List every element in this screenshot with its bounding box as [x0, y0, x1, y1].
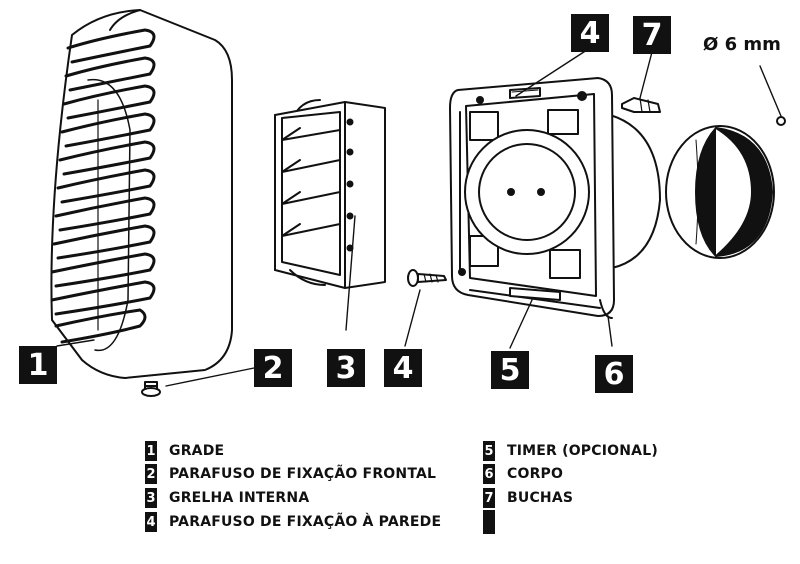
legend-text: PARAFUSO DE FIXAÇÃO À PAREDE [169, 514, 442, 530]
legend-number: 6 [483, 464, 495, 484]
legend-item: 2 PARAFUSO DE FIXAÇÃO FRONTAL [145, 464, 436, 484]
callout-7: 7 [633, 16, 671, 54]
legend-text: GRADE [169, 443, 225, 459]
legend-item: 6 CORPO [483, 464, 563, 484]
hole-diameter-label: Ø 6 mm [703, 34, 781, 55]
legend-text: TIMER (OPCIONAL) [507, 443, 658, 459]
fan-body [449, 77, 661, 319]
callout-6: 6 [595, 355, 633, 393]
legend-text: PARAFUSO DE FIXAÇÃO FRONTAL [169, 466, 437, 482]
legend-number: 7 [483, 488, 495, 508]
wall-screw [407, 269, 447, 287]
callout-1: 1 [19, 346, 57, 384]
legend-number: 5 [483, 441, 495, 461]
callout-2: 2 [254, 349, 292, 387]
legend-filler-bar [483, 510, 495, 534]
legend-item: 1 GRADE [145, 441, 224, 461]
legend-number: 3 [145, 488, 157, 508]
callout-4-top: 4 [571, 14, 609, 52]
legend-number: 2 [145, 464, 157, 484]
legend-item: 3 GRELHA INTERNA [145, 488, 309, 508]
legend-number: 1 [145, 441, 157, 461]
callout-3: 3 [327, 349, 365, 387]
front-grille [50, 9, 233, 379]
drill-hole-marker [776, 116, 786, 126]
legend-item: 5 TIMER (OPCIONAL) [483, 441, 658, 461]
legend-text: CORPO [507, 466, 564, 482]
leader-lines [56, 47, 782, 387]
legend-item: 7 BUCHAS [483, 488, 573, 508]
legend-text: BUCHAS [507, 490, 574, 506]
inner-louver [274, 99, 386, 289]
legend-item: 4 PARAFUSO DE FIXAÇÃO À PAREDE [145, 512, 441, 532]
legend-text: GRELHA INTERNA [169, 490, 310, 506]
callout-4-wall-screw: 4 [384, 349, 422, 387]
legend-number: 4 [145, 512, 157, 532]
front-screw [141, 381, 161, 397]
wall-hole [665, 125, 775, 259]
callout-5: 5 [491, 351, 529, 389]
wall-plug [621, 97, 661, 113]
